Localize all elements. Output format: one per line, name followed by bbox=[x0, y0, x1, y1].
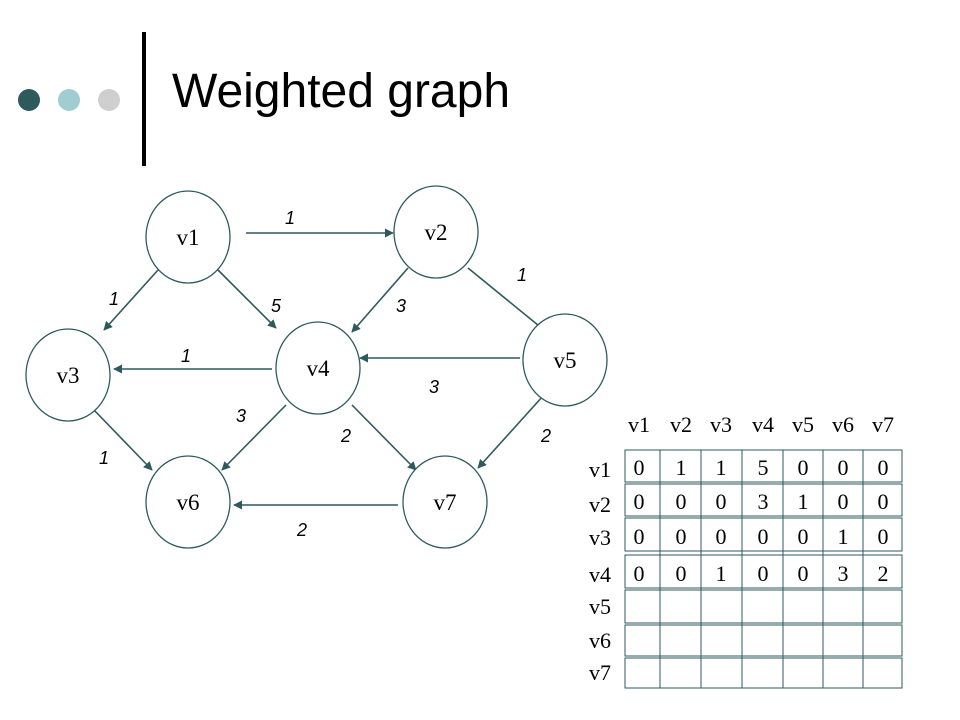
node-v2 bbox=[393, 185, 479, 279]
matrix-cell-r3-c6: 1 bbox=[838, 524, 849, 549]
node-v6 bbox=[145, 455, 231, 549]
node-v4 bbox=[275, 321, 361, 415]
node-v7 bbox=[402, 455, 488, 549]
matrix-cell-r1-c2: 1 bbox=[676, 455, 687, 480]
node-label-v6: v6 bbox=[177, 490, 200, 515]
matrix-row-box-6 bbox=[624, 624, 903, 657]
edge-weight-v7-v6: 2 bbox=[296, 520, 307, 540]
matrix-col-header-v7: v7 bbox=[872, 412, 894, 437]
edge-v5-v7 bbox=[477, 395, 544, 469]
matrix-row-header-v3: v3 bbox=[589, 525, 611, 550]
adjacency-matrix: v1 v2 v3 v4 v5 v6 v7 v1 v2 v3 v4 v5 v6 v7 0 1 1 5 0 0 0 0 0 0 3 1… bbox=[589, 412, 903, 689]
matrix-cell-r3-c5: 0 bbox=[798, 524, 809, 549]
edge-weight-v4-v6: 3 bbox=[236, 406, 246, 426]
edge-v2-v4 bbox=[351, 267, 409, 333]
title-divider bbox=[142, 32, 146, 166]
matrix-col-header-v4: v4 bbox=[752, 412, 774, 437]
matrix-col-header-v2: v2 bbox=[670, 412, 692, 437]
dark-teal-dot bbox=[18, 89, 40, 111]
matrix-row-header-v2: v2 bbox=[589, 492, 611, 517]
edge-weight-v2-v5: 1 bbox=[517, 265, 527, 285]
matrix-col-header-v3: v3 bbox=[710, 412, 732, 437]
matrix-cell-r4-c2: 0 bbox=[676, 561, 687, 586]
matrix-col-header-v5: v5 bbox=[792, 412, 814, 437]
edge-weight-v3-v6: 1 bbox=[99, 448, 109, 468]
node-label-v2: v2 bbox=[425, 220, 448, 245]
node-v5 bbox=[522, 313, 608, 407]
matrix-cell-r2-c3: 0 bbox=[716, 489, 727, 514]
matrix-row-box-3 bbox=[624, 517, 903, 552]
edge-weight-v5-v7: 2 bbox=[540, 426, 551, 446]
matrix-cell-r3-c2: 0 bbox=[676, 524, 687, 549]
matrix-cell-r1-c1: 0 bbox=[634, 455, 645, 480]
node-label-v3: v3 bbox=[57, 363, 80, 388]
node-label-v1: v1 bbox=[177, 225, 200, 250]
node-v3 bbox=[25, 328, 111, 422]
matrix-cell-r3-c4: 0 bbox=[758, 524, 769, 549]
matrix-row-header-v1: v1 bbox=[589, 457, 611, 482]
matrix-row-header-v4: v4 bbox=[589, 562, 611, 587]
edge-weight-v5-v4: 3 bbox=[429, 377, 439, 397]
matrix-cell-r4-c1: 0 bbox=[634, 561, 645, 586]
node-label-v4: v4 bbox=[307, 356, 331, 381]
edge-v4-v6 bbox=[221, 404, 287, 471]
matrix-cell-r3-c7: 0 bbox=[878, 524, 889, 549]
matrix-cell-r4-c6: 3 bbox=[838, 561, 849, 586]
edge-weight-v1-v3: 1 bbox=[109, 289, 119, 309]
edge-weight-v1-v4: 5 bbox=[271, 296, 282, 316]
matrix-cell-r2-c5: 1 bbox=[798, 489, 809, 514]
light-teal-dot bbox=[58, 89, 80, 111]
edge-v1-v3 bbox=[103, 269, 159, 331]
matrix-cell-r2-c4: 3 bbox=[758, 489, 769, 514]
matrix-cell-r1-c5: 0 bbox=[798, 455, 809, 480]
matrix-cell-r2-c6: 0 bbox=[838, 489, 849, 514]
node-v1 bbox=[145, 190, 231, 284]
matrix-cell-r1-c4: 5 bbox=[758, 455, 769, 480]
matrix-col-header-v6: v6 bbox=[832, 412, 854, 437]
matrix-cell-r4-c5: 0 bbox=[798, 561, 809, 586]
matrix-row-header-v6: v6 bbox=[589, 628, 611, 653]
matrix-cell-r4-c4: 0 bbox=[758, 561, 769, 586]
matrix-cell-r2-c7: 0 bbox=[878, 489, 889, 514]
matrix-cell-r2-c1: 0 bbox=[634, 489, 645, 514]
slide-title: Weighted graph bbox=[172, 65, 511, 118]
matrix-cell-r3-c1: 0 bbox=[634, 524, 645, 549]
matrix-cell-r1-c6: 0 bbox=[838, 455, 849, 480]
matrix-row-box-2 bbox=[624, 483, 903, 517]
matrix-row-box-4 bbox=[624, 554, 903, 589]
matrix-cell-r1-c3: 1 bbox=[716, 455, 727, 480]
node-label-v5: v5 bbox=[554, 348, 577, 373]
matrix-col-header-v1: v1 bbox=[628, 412, 650, 437]
matrix-row-box-7 bbox=[624, 657, 903, 689]
matrix-row-header-v7: v7 bbox=[589, 660, 611, 685]
edge-v2-v5 bbox=[467, 267, 545, 331]
edges: 1 1 5 3 1 1 3 1 3 2 2 2 bbox=[93, 208, 551, 540]
edge-weight-v4-v7: 2 bbox=[340, 426, 351, 446]
edge-weight-v1-v2: 1 bbox=[285, 208, 295, 228]
gray-dot bbox=[98, 89, 120, 111]
nodes: v1 v2 v3 v4 v5 v6 v7 bbox=[25, 185, 608, 549]
edge-v3-v6 bbox=[93, 409, 153, 471]
edge-v4-v7 bbox=[351, 404, 417, 471]
edge-weight-v4-v3: 1 bbox=[181, 346, 191, 366]
node-label-v7: v7 bbox=[434, 490, 457, 515]
matrix-cell-r2-c2: 0 bbox=[676, 489, 687, 514]
matrix-cell-r1-c7: 0 bbox=[878, 455, 889, 480]
matrix-row-box-5 bbox=[624, 589, 903, 624]
matrix-row-header-v5: v5 bbox=[589, 594, 611, 619]
edge-weight-v2-v4: 3 bbox=[396, 296, 406, 316]
matrix-cell-r3-c3: 0 bbox=[716, 524, 727, 549]
matrix-cell-r4-c7: 2 bbox=[878, 561, 889, 586]
matrix-row-box-1 bbox=[624, 449, 903, 483]
matrix-cell-r4-c3: 1 bbox=[716, 561, 727, 586]
edge-v1-v4 bbox=[217, 269, 277, 329]
